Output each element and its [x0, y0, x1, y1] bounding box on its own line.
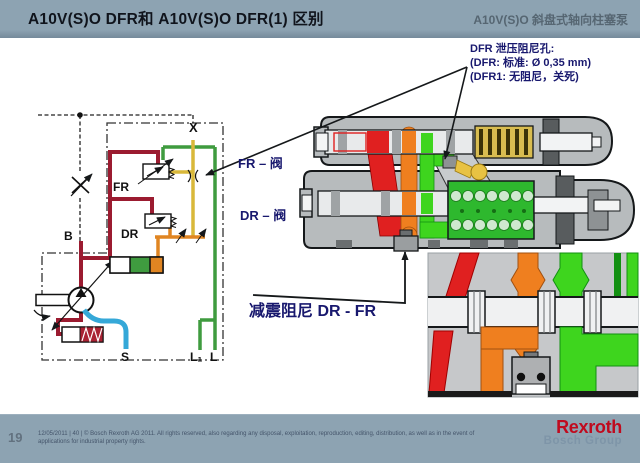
- damping-label: 减震阻尼 DR - FR: [249, 303, 377, 320]
- bottom-plug: [393, 235, 419, 252]
- port-label-s: S: [121, 350, 130, 364]
- pilot-orifice-symbol: [70, 173, 93, 197]
- pilot-junction-dot: [77, 112, 83, 118]
- fr-valve-symbol: [137, 158, 176, 185]
- bias-cylinder: [61, 325, 104, 344]
- callout-line-3: (DFR1: 无阻尼，关死): [470, 71, 579, 83]
- valve-label-fr: FR: [113, 180, 129, 194]
- port-label-l1: L₁: [190, 350, 203, 364]
- damping-orifice-symbol: [187, 169, 199, 183]
- pump-symbol: [33, 260, 114, 331]
- port-label-b: B: [64, 229, 73, 243]
- hydraulic-schematic: [33, 112, 224, 361]
- suction-line: [81, 308, 129, 349]
- inset-spool-collars: [467, 290, 602, 334]
- port-label-l: L: [210, 350, 218, 364]
- bosch-group-logo: Bosch Group: [543, 435, 622, 447]
- page-number: 19: [8, 430, 23, 445]
- damping-orifice-section: [442, 155, 488, 181]
- dr-spring: [447, 180, 535, 240]
- footer-bar: [0, 414, 640, 463]
- dr-valve-label: DR – 阀: [240, 208, 287, 223]
- dfr-orifice-callout: DFR 泄压阻尼孔: (DFR: 标准: Ø 0,35 mm) (DFR1: 无…: [470, 42, 591, 84]
- fr-spring: [474, 125, 534, 159]
- fr-adjust-screw: [539, 132, 593, 152]
- dr-valve-symbol: [144, 213, 178, 229]
- pilot-yellow-lines: [169, 140, 195, 238]
- stroking-cylinder: [109, 256, 164, 274]
- port-label-x: X: [189, 120, 198, 135]
- valve-label-dr: DR: [121, 227, 139, 241]
- rexroth-logo: Rexroth: [556, 417, 622, 437]
- fr-valve-label: FR – 阀: [238, 156, 283, 171]
- callout-arrows: [205, 66, 468, 304]
- inset-damping-plug: [511, 351, 551, 395]
- title-bar: A10V(S)O DFR和 A10V(S)O DFR(1) 区别 A10V(S)…: [0, 0, 640, 38]
- valve-cross-section: [299, 116, 636, 252]
- dr-adjust-screw: [533, 196, 595, 214]
- copyright-text: 12/05/2011 | 40 | © Bosch Rexroth AG 201…: [38, 431, 475, 445]
- callout-line-2: (DFR: 标准: Ø 0,35 mm): [470, 57, 592, 69]
- header-product-name: A10V(S)O 斜盘式轴向柱塞泵: [473, 13, 628, 27]
- callout-line-1: DFR 泄压阻尼孔:: [470, 43, 555, 55]
- drain-lines: [161, 145, 217, 350]
- orifice-detail-inset: [427, 252, 639, 398]
- page-title: A10V(S)O DFR和 A10V(S)O DFR(1) 区别: [28, 11, 324, 28]
